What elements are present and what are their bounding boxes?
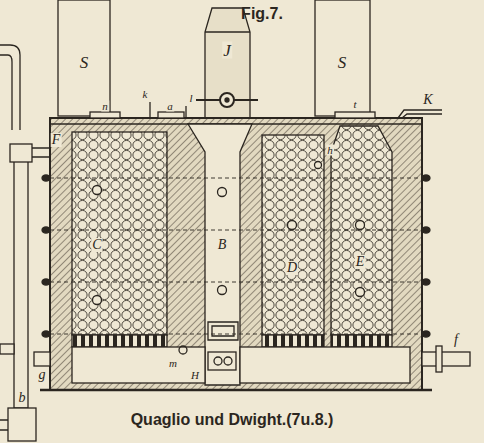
part-letter: C [91,238,102,252]
hopper-label: J [222,42,232,59]
part-letter: D [286,261,298,275]
part-letter: f [453,333,459,347]
part-letter: E [355,255,366,269]
part-letter: l [188,93,193,104]
figure-caption: Quaglio und Dwight.(7u.8.) [131,411,334,429]
chimney-label: S [337,54,348,71]
part-letter: b [18,391,27,405]
figure-number: Fig.7. [240,6,284,22]
part-letter: F [51,133,62,147]
chimney-label: S [79,54,90,71]
part-letter: a [166,101,174,112]
part-letter: g [38,368,47,382]
part-letter: B [217,238,228,252]
part-letter: k [142,89,149,100]
part-letter: m [168,358,178,369]
part-letter: K [422,93,433,107]
part-letter: t [352,99,357,110]
part-letter: H [190,370,200,381]
part-letter: h [326,145,334,156]
part-letter: n [101,101,109,112]
